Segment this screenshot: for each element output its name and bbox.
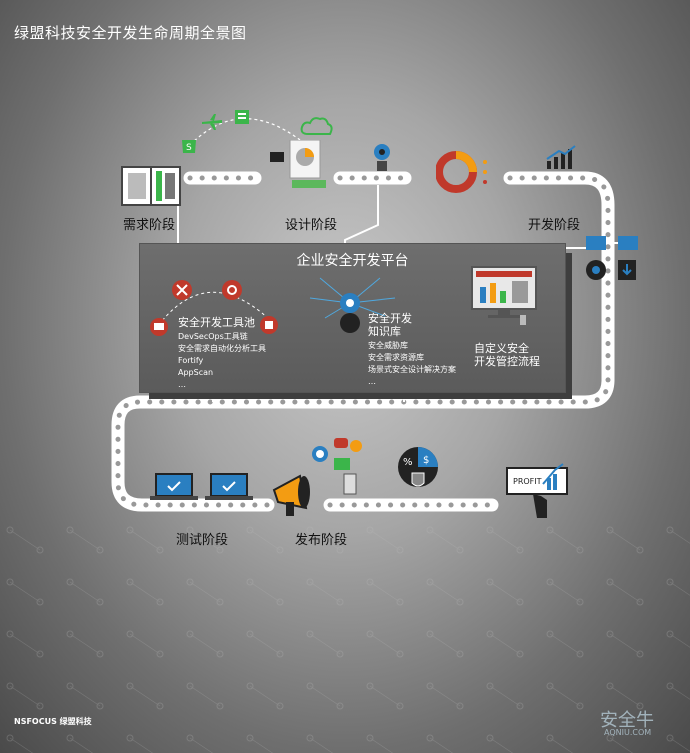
growth-bar-icon [546, 145, 576, 169]
laptop-icon [150, 473, 198, 500]
stage-release-label: 发布阶段 [295, 533, 348, 548]
platform-title: 企业安全开发平台 [296, 253, 409, 269]
profit-screen-icon: PROFIT [506, 463, 568, 518]
notebook-icon [121, 166, 181, 206]
tools-item: AppScan [178, 368, 214, 377]
tools-arc [154, 291, 271, 331]
finance-shield-icon: % $ [398, 447, 438, 487]
stage-testing-label: 测试阶段 [176, 533, 229, 548]
tablet-chart-icon [270, 140, 326, 188]
stage-requirements-label: 需求阶段 [123, 218, 176, 233]
knowledge-item: … [368, 377, 376, 386]
knowledge-item: 场景式安全设计解决方案 [368, 365, 456, 374]
laptop-icon [205, 473, 253, 500]
tools-item: Fortify [178, 356, 204, 365]
nsfocus-logo: NSFOCUS 绿盟科技 [14, 717, 92, 726]
dev-tools-icon [586, 236, 638, 280]
process-line-1: 自定义安全 [474, 342, 529, 355]
tools-icon [172, 280, 192, 300]
dashboard-monitor-icon [471, 266, 537, 325]
profit-text: PROFIT [513, 477, 542, 486]
document-icon [235, 110, 249, 124]
tools-item: 安全需求自动化分析工具 [178, 344, 266, 353]
shopify-bag-icon: S [182, 140, 196, 153]
tools-item: … [178, 380, 186, 389]
dollar-symbol: $ [423, 455, 429, 466]
knowledge-heading-2: 知识库 [368, 325, 401, 338]
megaphone-icon [272, 474, 310, 516]
social-icons-cluster [312, 438, 362, 495]
knowledge-heading-1: 安全开发 [368, 312, 412, 325]
monitor-tool-icon [150, 318, 168, 336]
eye-user-icon [374, 144, 390, 171]
tools-item: DevSecOps工具链 [178, 332, 248, 341]
cloud-icon [300, 117, 333, 135]
gear-icon [222, 280, 242, 300]
svg-text:S: S [186, 143, 192, 153]
tools-heading: 安全开发工具池 [178, 316, 255, 329]
donut-chart-icon [436, 151, 487, 193]
knowledge-item: 安全需求资源库 [368, 353, 424, 362]
stage-design-label: 设计阶段 [285, 218, 338, 233]
knowledge-item: 安全威胁库 [368, 341, 408, 350]
watermark-sub: AQNIU.COM [604, 728, 652, 737]
knowledge-network-icon [309, 277, 396, 333]
airplane-icon [202, 114, 222, 130]
stage-development-label: 开发阶段 [528, 218, 581, 233]
process-line-2: 开发管控流程 [474, 355, 540, 368]
page-title: 绿盟科技安全开发生命周期全景图 [14, 24, 247, 42]
percent-symbol: % [403, 457, 413, 468]
watermark: 安全牛 [600, 710, 654, 731]
list-tool-icon [260, 316, 278, 334]
